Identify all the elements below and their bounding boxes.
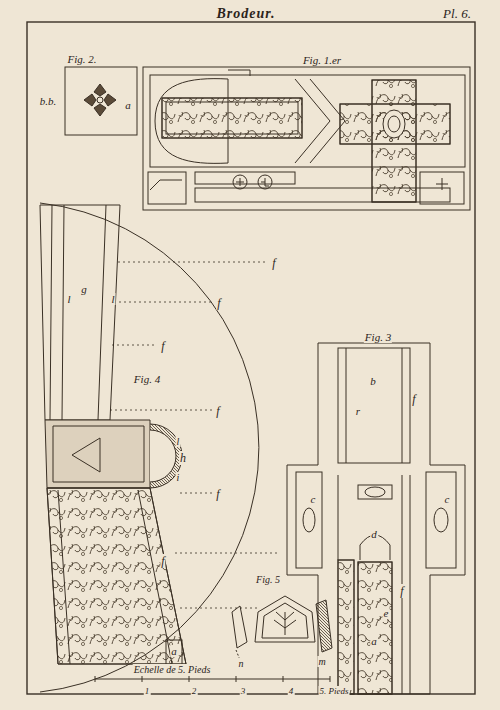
callout-letter-holder: f: [271, 253, 276, 271]
callout-letter: e: [383, 607, 390, 619]
callout-letter-holder: f: [160, 551, 165, 569]
scale-text: b.b.: [39, 95, 58, 107]
callout-letter: g: [80, 283, 88, 295]
callout-letter: n: [238, 658, 245, 669]
callout-letter-holder: d: [370, 524, 378, 542]
plate-title-holder: Brodeur.: [216, 4, 277, 22]
callout-letter: b: [369, 375, 377, 387]
callout-letter: d: [370, 528, 378, 540]
callout-letter: a: [170, 645, 178, 657]
callout-letter: l: [176, 436, 181, 447]
callout-letter: f: [160, 554, 165, 568]
scale-text: Echelle de 5. Pieds: [133, 664, 212, 675]
callout-letter-holder: r: [355, 401, 361, 419]
callout-letter: f: [216, 296, 221, 310]
callout-letter: r: [355, 405, 361, 417]
callout-letter: l: [66, 293, 71, 305]
figure-caption-holder: Fig. 4: [133, 369, 161, 387]
figure-caption-holder: Fig. 5: [255, 569, 281, 587]
callout-letter-holder: a: [370, 631, 378, 649]
callout-letter-holder: 3: [240, 680, 247, 698]
callout-letter: l: [110, 293, 115, 305]
callout-letter: c: [310, 493, 317, 505]
callout-letter: c: [444, 493, 451, 505]
figure-caption: Fig. 1.er: [302, 54, 342, 66]
callout-letter-holder: f: [160, 336, 165, 354]
callout-letter-holder: n: [238, 653, 245, 671]
callout-letter-holder: 2: [191, 680, 198, 698]
callout-letter: f: [411, 392, 416, 406]
callout-letter: f: [215, 487, 220, 501]
callout-letter-holder: g: [80, 279, 88, 297]
figure-caption-holder: Fig. 1.er: [302, 50, 342, 68]
callout-letter: a: [370, 635, 378, 647]
callout-letter: 4: [288, 686, 295, 696]
callout-letter-holder: 4: [288, 680, 295, 698]
callout-letter-holder: l: [110, 289, 115, 307]
figure-caption: Fig. 3: [364, 331, 392, 343]
callout-letter-holder: l: [176, 431, 181, 449]
callout-letter-holder: m: [317, 651, 326, 669]
figure-caption-holder: Fig. 2.: [66, 49, 97, 67]
callout-letter-holder: h: [179, 448, 187, 466]
callout-letter: m: [317, 656, 326, 667]
callout-letter-holder: l: [66, 289, 71, 307]
scale-text-holder: 5. Pieds: [319, 680, 350, 698]
callout-letter-holder: f: [399, 581, 404, 599]
callout-letter: 3: [240, 686, 247, 696]
scale-text: Pl. 6.: [442, 6, 472, 21]
callout-letter: f: [271, 256, 276, 270]
callout-letter: f: [215, 404, 220, 418]
callout-letter-holder: b: [369, 371, 377, 389]
callout-letter: a: [124, 99, 132, 111]
scale-text: 5. Pieds: [319, 686, 350, 696]
plate-title: Brodeur.: [216, 6, 277, 21]
callout-letter-holder: f: [216, 293, 221, 311]
callout-letter-holder: f: [215, 401, 220, 419]
callout-letter-holder: f: [411, 389, 416, 407]
callout-letter-holder: c: [444, 489, 451, 507]
callout-letter: 1: [144, 686, 151, 696]
callout-letter-holder: i: [176, 467, 181, 485]
callout-letter: 2: [191, 686, 198, 696]
figure-caption: Fig. 4: [133, 373, 161, 385]
callout-letter: f: [399, 584, 404, 598]
callout-letter-holder: e: [383, 603, 390, 621]
callout-letter: h: [179, 451, 187, 465]
figure-caption: Fig. 5: [255, 574, 281, 585]
callout-letter-holder: a: [124, 95, 132, 113]
scale-text-holder: Pl. 6.: [442, 4, 472, 22]
callout-letter: f: [160, 339, 165, 353]
scale-text-holder: b.b.: [39, 91, 58, 109]
callout-letter-holder: a: [170, 641, 178, 659]
callout-letter-holder: 1: [144, 680, 151, 698]
callout-letter: i: [176, 472, 181, 483]
figure-caption-holder: Fig. 3: [364, 327, 392, 345]
callout-letter-holder: f: [215, 484, 220, 502]
figure-caption: Fig. 2.: [66, 53, 97, 65]
scale-text-holder: Echelle de 5. Pieds: [133, 659, 212, 677]
callout-letter-holder: c: [310, 489, 317, 507]
